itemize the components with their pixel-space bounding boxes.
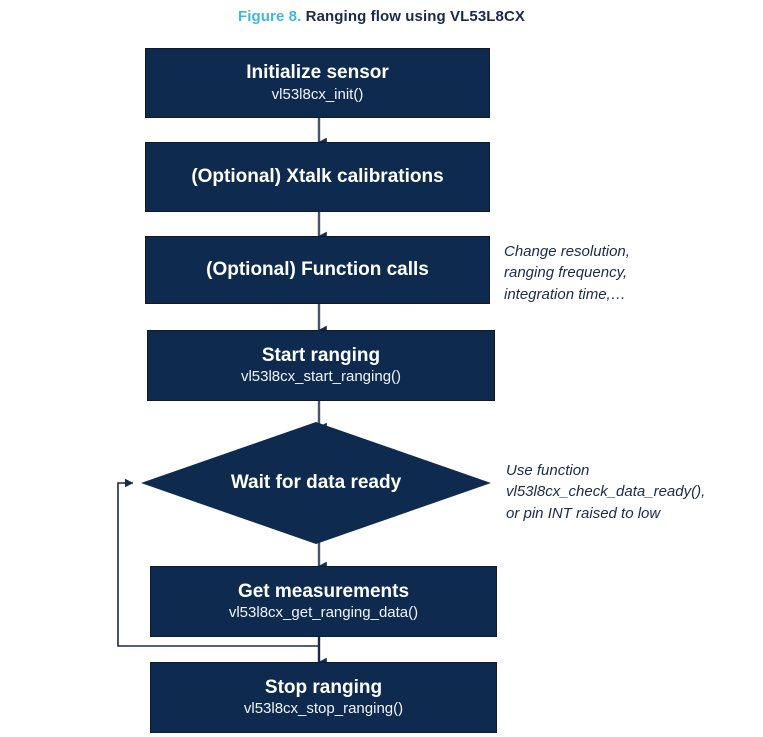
node-subtitle: vl53l8cx_get_ranging_data() xyxy=(228,604,419,622)
node-initialize-sensor[interactable]: Initialize sensor vl53l8cx_init() xyxy=(145,48,490,118)
node-xtalk-calibrations[interactable]: (Optional) Xtalk calibrations xyxy=(145,142,490,212)
figure-title: Ranging flow using VL53L8CX xyxy=(305,8,526,25)
node-title: Start ranging xyxy=(261,344,381,366)
decision-diamond-shape xyxy=(141,422,491,544)
node-title: Get measurements xyxy=(237,580,410,602)
node-subtitle: vl53l8cx_stop_ranging() xyxy=(243,700,404,718)
node-wait-for-data-ready[interactable]: Wait for data ready xyxy=(141,422,491,544)
node-subtitle: vl53l8cx_start_ranging() xyxy=(240,368,402,386)
node-function-calls[interactable]: (Optional) Function calls xyxy=(145,236,490,304)
annotation-data-ready: Use function vl53l8cx_check_data_ready()… xyxy=(506,462,706,522)
figure-number: Figure 8. xyxy=(237,8,302,25)
annotation-function-calls: Change resolution, ranging frequency, in… xyxy=(504,243,630,303)
node-title: (Optional) Xtalk calibrations xyxy=(191,166,444,188)
node-get-measurements[interactable]: Get measurements vl53l8cx_get_ranging_da… xyxy=(150,566,497,637)
node-title: Initialize sensor xyxy=(246,62,389,84)
node-subtitle: vl53l8cx_init() xyxy=(271,85,364,103)
node-stop-ranging[interactable]: Stop ranging vl53l8cx_stop_ranging() xyxy=(150,662,497,733)
node-title: (Optional) Function calls xyxy=(206,259,429,281)
figure-caption: Figure 8. Ranging flow using VL53L8CX xyxy=(0,8,763,25)
node-start-ranging[interactable]: Start ranging vl53l8cx_start_ranging() xyxy=(147,330,495,401)
node-title: Stop ranging xyxy=(264,676,383,698)
